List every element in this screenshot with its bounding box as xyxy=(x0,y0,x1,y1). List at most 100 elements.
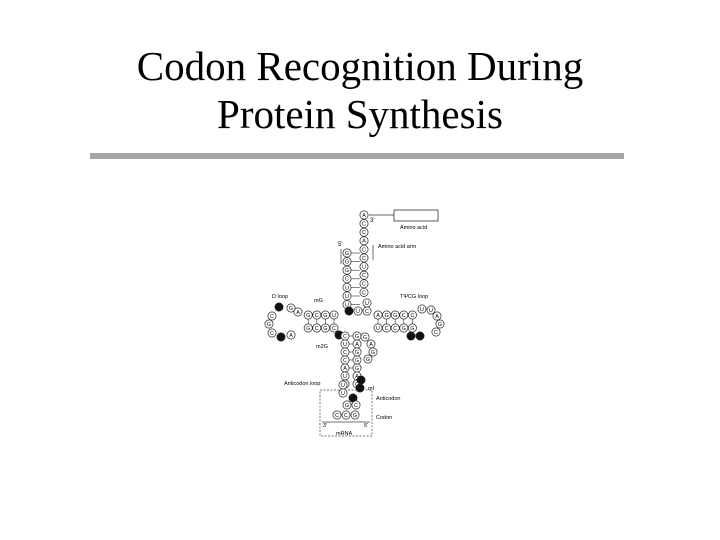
junction-base-letter: U xyxy=(356,309,360,315)
junction-base xyxy=(353,306,363,316)
codon-base xyxy=(332,410,342,420)
d-loop-base xyxy=(293,307,303,317)
d-arm-top-base-letter: G xyxy=(323,313,327,319)
d-loop-base xyxy=(286,303,296,313)
t-loop-base-letter: G xyxy=(438,322,442,328)
t-arm-bottom-base-letter: C xyxy=(393,326,397,332)
amino-acid-box xyxy=(393,209,439,222)
d-loop-base-letter: G xyxy=(267,322,271,328)
d-loop-base xyxy=(267,328,277,338)
acceptor-3prime-base xyxy=(359,279,369,289)
anticodon-stem-right-base-letter: G xyxy=(355,334,359,340)
acceptor-3prime-base xyxy=(359,270,369,280)
t-loop-modified-base xyxy=(415,331,425,341)
label-five-prime: 5' xyxy=(338,242,342,248)
t-arm-top-base-letter: C xyxy=(402,313,406,319)
variable-loop-base xyxy=(360,332,370,342)
t-loop-base-letter: U xyxy=(420,307,424,313)
variable-loop-base-letter: G xyxy=(363,335,367,341)
d-loop-modified-base xyxy=(276,332,286,342)
label-three-prime-top: 3' xyxy=(370,218,374,224)
title-line-1: Codon Recognition During xyxy=(136,43,584,89)
title-line-2: Protein Synthesis xyxy=(217,91,503,137)
variable-loop-base-letter: G xyxy=(371,350,375,356)
acceptor-3prime-base xyxy=(359,219,369,229)
anticodon-stem-right-base-letter: G xyxy=(355,358,359,364)
acceptor-3prime-base-letter: U xyxy=(362,265,366,271)
label-three-prime-mrna: 3' xyxy=(323,423,327,429)
variable-loop-base-letter: G xyxy=(366,357,370,363)
anticodon-stem-left-base-letter: U xyxy=(343,342,347,348)
anticodon-stem-left-base-letter: C xyxy=(343,350,347,356)
slide-title: Codon Recognition During Protein Synthes… xyxy=(0,42,720,138)
anticodon-loop-modified-base xyxy=(356,375,366,385)
d-arm-bottom-base-letter: G xyxy=(323,326,327,332)
anticodon-base xyxy=(351,400,361,410)
junction-base xyxy=(362,298,372,308)
acceptor-3prime-base-letter: C xyxy=(362,230,366,236)
t-loop-base-letter: C xyxy=(434,330,438,336)
label-amino-acid-arm: Amino acid arm xyxy=(378,244,417,250)
d-arm-bottom-base-letter: C xyxy=(315,326,319,332)
modified-base-mi xyxy=(355,383,365,393)
label-amino-acid: Amino acid xyxy=(400,225,427,231)
acceptor-5prime-base-letter: U xyxy=(345,303,349,309)
variable-loop-base xyxy=(368,347,378,357)
label-anticodon: Anticodon xyxy=(376,396,400,402)
d-loop-base-letter: A xyxy=(296,310,300,316)
t-loop-base-letter: U xyxy=(429,308,433,314)
t-loop-base xyxy=(431,327,441,337)
anticodon-loop-base xyxy=(338,388,348,398)
codon-base xyxy=(350,410,360,420)
t-loop-base xyxy=(432,311,442,321)
acceptor-3prime-base-letter: C xyxy=(362,247,366,253)
trna-cloverleaf-diagram: 3' Amino acid Amino acid arm 5' D loop m… xyxy=(264,209,445,437)
acceptor-3prime-base-letter: C xyxy=(362,273,366,279)
label-tpsicg-loop: TΨCG loop xyxy=(400,294,428,300)
label-mg: mG xyxy=(314,298,323,304)
acceptor-3prime-base-letter: C xyxy=(362,290,366,296)
acceptor-3prime-base xyxy=(359,262,369,272)
acceptor-3prime-base-letter: C xyxy=(362,222,366,228)
anticodon-stem-right-base-letter: A xyxy=(355,374,359,380)
codon-base-letter: C xyxy=(344,413,348,419)
acceptor-3prime-base-letter: C xyxy=(362,282,366,288)
anticodon-stem-right-base-letter: G xyxy=(355,366,359,372)
codon-base-letter: C xyxy=(335,413,339,419)
acceptor-3prime-base xyxy=(359,287,369,297)
t-arm-bottom-base-letter: G xyxy=(402,326,406,332)
d-arm-top-base-letter: U xyxy=(332,313,336,319)
junction-base-letter: U xyxy=(365,301,369,307)
d-loop-base xyxy=(286,330,296,340)
t-arm-top-base-letter: A xyxy=(376,313,380,319)
t-arm-top-base-letter: G xyxy=(393,313,397,319)
acceptor-3prime-base-letter: C xyxy=(362,256,366,262)
acceptor-5prime-base-letter: G xyxy=(345,251,349,257)
d-loop-modified-base xyxy=(274,302,284,312)
t-loop-base xyxy=(417,304,427,314)
acceptor-3prime-base xyxy=(359,236,369,246)
label-codon: Codon xyxy=(376,415,392,421)
acceptor-5prime-base-letter: U xyxy=(345,285,349,291)
anticodon-loop-base-letter: U xyxy=(341,391,345,397)
d-arm-bottom-base-letter: C xyxy=(332,326,336,332)
d-loop-base-letter: A xyxy=(289,333,293,339)
label-five-prime-mrna: 5' xyxy=(364,423,368,429)
t-loop-base-letter: A xyxy=(435,314,439,320)
label-mi: mI xyxy=(368,386,375,392)
acceptor-3prime-base-letter: A xyxy=(362,239,366,245)
acceptor-5prime-base-letter: G xyxy=(345,268,349,274)
anticodon-loop-base-letter: U xyxy=(341,383,345,389)
codon-base xyxy=(341,410,351,420)
acceptor-3prime-base-letter: A xyxy=(362,213,366,219)
d-loop-base-letter: C xyxy=(270,331,274,337)
acceptor-3prime-base xyxy=(359,210,369,220)
d-loop-base-letter: G xyxy=(289,306,293,312)
d-loop-base-letter: C xyxy=(270,314,274,320)
label-anticodon-loop: Anticodon loop xyxy=(284,381,320,387)
anticodon-stem-left-base-letter: A xyxy=(343,366,347,372)
t-arm-bottom-base-letter: U xyxy=(376,326,380,332)
anticodon-stem-left-base-letter: C xyxy=(343,358,347,364)
t-arm-top-base-letter: C xyxy=(410,313,414,319)
